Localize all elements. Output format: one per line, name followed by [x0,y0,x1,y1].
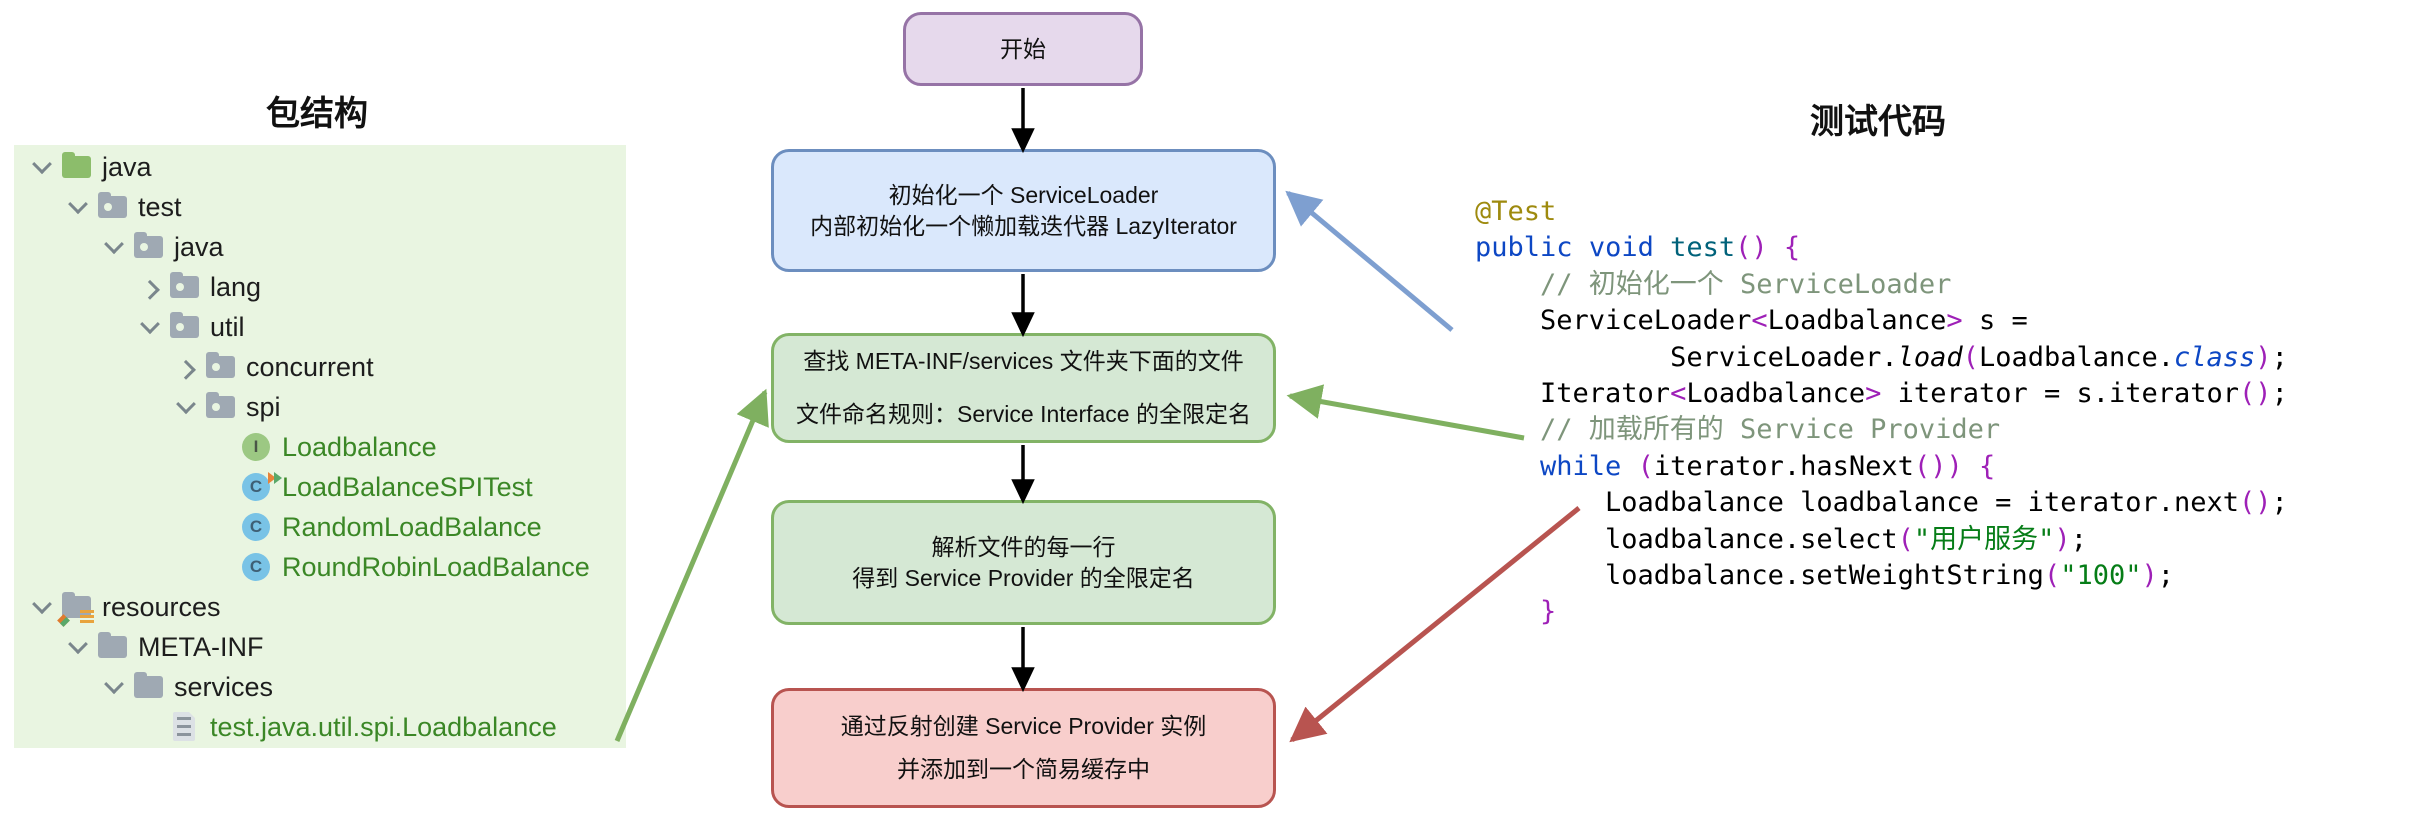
package-structure-title: 包结构 [266,95,368,133]
chevron-down-icon[interactable] [26,587,58,627]
test-code-block: @Test public void test() { // 初始化一个 Servi… [1475,194,2288,631]
chevron-down-icon[interactable] [170,387,202,427]
code-line: // 初始化一个 ServiceLoader [1540,268,1952,300]
tree-item-label: java [174,231,224,262]
package-folder-icon [134,227,164,267]
tree-item-test-java-util-spi-loadbalance[interactable]: test.java.util.spi.Loadbalance [14,707,626,747]
tree-item-label: services [174,671,274,702]
tree-item-label: Loadbalance [282,431,437,462]
chevron-down-icon[interactable] [98,667,130,707]
test-code-title: 测试代码 [1810,103,1946,141]
flow-node-line: 解析文件的每一行 [931,533,1116,560]
tree-item-label: lang [210,271,262,302]
interface-icon: I [242,427,272,467]
code-line: } [1540,596,1557,628]
tree-item-spi[interactable]: spi [14,387,626,427]
chevron-spacer [134,707,166,747]
flow-node-start: 开始 [903,12,1143,86]
folder-icon [134,667,164,707]
code-line: // 加载所有的 Service Provider [1540,414,2001,446]
tree-item-label: spi [246,391,281,422]
chevron-down-icon[interactable] [26,147,58,187]
flow-node-line: 通过反射创建 Service Provider 实例 [840,713,1207,739]
tree-item-java[interactable]: java [14,227,626,267]
tree-item-label: META-INF [138,631,264,662]
tree-item-loadbalance[interactable]: I Loadbalance [14,427,626,467]
chevron-spacer [206,427,238,467]
flow-node-line: 初始化一个 ServiceLoader [888,181,1159,208]
tree-item-label: RoundRobinLoadBalance [282,551,590,582]
chevron-right-icon[interactable] [170,347,202,387]
package-folder-icon [170,307,200,347]
tree-item-services[interactable]: services [14,667,626,707]
tree-item-lang[interactable]: lang [14,267,626,307]
code-line: Loadbalance loadbalance = iterator.next(… [1475,487,2288,519]
chevron-down-icon[interactable] [134,307,166,347]
code-line: public void test() { [1475,232,1801,264]
tree-item-label: java [102,151,152,182]
code-line: @Test [1475,196,1557,227]
chevron-down-icon[interactable] [62,187,94,227]
code-line: ServiceLoader.load(Loadbalance.class); [1475,341,2288,373]
flow-node-find-services-files: 查找 META-INF/services 文件夹下面的文件文件命名规则：Serv… [771,333,1276,443]
tree-item-label: test [138,191,182,222]
tree-item-label: concurrent [246,351,374,382]
package-folder-icon [98,187,128,227]
code-line: while (iterator.hasNext()) { [1540,450,1996,482]
chevron-down-icon[interactable] [62,627,94,667]
code-line: Iterator<Loadbalance> iterator = s.itera… [1475,378,2288,410]
code-line: loadbalance.setWeightString("100"); [1475,560,2175,592]
class-icon: C [242,547,272,587]
tree-item-label: resources [102,591,221,622]
tree-item-label: RandomLoadBalance [282,511,542,542]
chevron-right-icon[interactable] [134,267,166,307]
package-folder-icon [170,267,200,307]
flow-node-init-serviceloader: 初始化一个 ServiceLoader 内部初始化一个懒加载迭代器 LazyIte… [771,149,1276,272]
tree-item-meta-inf[interactable]: META-INF [14,627,626,667]
tree-item-concurrent[interactable]: concurrent [14,347,626,387]
tree-item-randomloadbalance[interactable]: C RandomLoadBalance [14,507,626,547]
flow-node-line: 查找 META-INF/services 文件夹下面的文件 [803,348,1244,374]
chevron-down-icon[interactable] [98,227,130,267]
tree-item-test[interactable]: test [14,187,626,227]
tree-item-java[interactable]: java [14,147,626,187]
chevron-spacer [206,467,238,507]
tree-item-util[interactable]: util [14,307,626,347]
flow-node-line: 文件命名规则：Service Interface 的全限定名 [796,401,1251,427]
tree-item-label: test.java.util.spi.Loadbalance [210,711,557,742]
source-folder-icon [62,147,92,187]
tree-item-label: util [210,311,245,342]
tree-item-roundrobinloadbalance[interactable]: C RoundRobinLoadBalance [14,547,626,587]
tree-item-resources[interactable]: resources [14,587,626,627]
class-icon: C [242,507,272,547]
folder-icon [98,627,128,667]
runnable-test-class-icon: C [242,467,282,507]
flow-node-line: 并添加到一个简易缓存中 [897,756,1150,782]
code-line: ServiceLoader<Loadbalance> s = [1475,305,2028,337]
arrow-file-to-find [614,388,769,742]
chevron-spacer [206,547,238,587]
tree-item-label: LoadBalanceSPITest [282,471,533,502]
flow-node-parse-file-lines: 解析文件的每一行得到 Service Provider 的全限定名 [771,500,1276,625]
arrow-code-to-init [1285,190,1454,332]
flow-node-line: 内部初始化一个懒加载迭代器 LazyIterator [810,212,1237,239]
resources-root-icon [57,587,94,627]
flow-node-reflect-instantiate: 通过反射创建 Service Provider 实例并添加到一个简易缓存中 [771,688,1276,808]
code-line: loadbalance.select("用户服务"); [1475,523,2087,555]
flow-node-label: 开始 [1000,35,1046,62]
flow-node-line: 得到 Service Provider 的全限定名 [852,564,1195,591]
package-folder-icon [206,347,236,387]
package-folder-icon [206,387,236,427]
text-file-icon [170,707,200,747]
chevron-spacer [206,507,238,547]
